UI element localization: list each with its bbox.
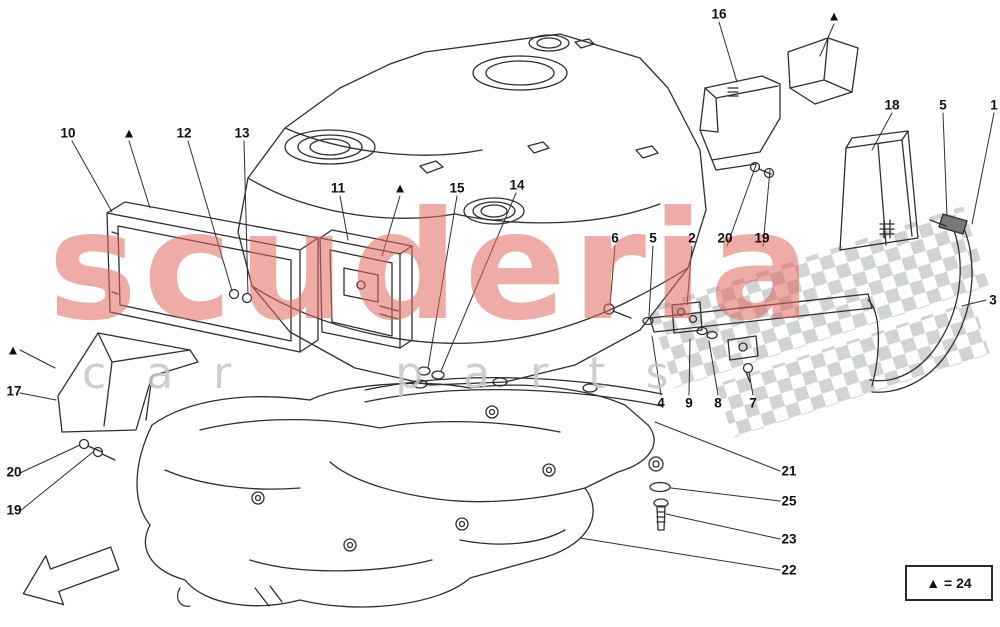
leader-lines [19,21,995,571]
callout-10: 10 [60,125,76,141]
callout-4: 4 [657,395,665,411]
duct-16 [699,75,781,171]
fuel-tank [237,33,707,386]
callout-17: 17 [6,383,22,399]
fastener-stack [648,456,671,531]
callout-23: 23 [781,531,797,547]
callout-9: 9 [685,395,693,411]
support-rod [869,213,973,393]
callout-triangle-left: ▲ [122,125,136,141]
insulation-panel-right [839,130,919,251]
callout-16: 16 [711,6,727,22]
bolt-19-20-left [78,438,116,461]
callout-8: 8 [714,395,722,411]
callout-triangle-top: ▲ [827,8,841,24]
callout-triangle-mid: ▲ [393,180,407,196]
insulation-panel-left [106,201,319,353]
checkered-flag-watermark [649,206,991,438]
direction-arrow [22,546,120,606]
callout-13: 13 [234,125,250,141]
callout-2: 2 [688,230,696,246]
callout-18: 18 [884,97,900,113]
callout-7: 7 [749,395,757,411]
callout-21: 21 [781,463,797,479]
heat-shield [136,382,655,608]
callout-1: 1 [990,97,998,113]
callout-22: 22 [781,562,797,578]
retaining-strap [603,293,880,387]
callout-triangle-bottom-left: ▲ [6,342,20,358]
insulation-panel-mid [319,229,445,380]
callout-19-top: 19 [754,230,770,246]
callout-19-left: 19 [6,502,22,518]
legend-box: ▲ = 24 [905,565,993,601]
callout-20-top: 20 [717,230,733,246]
callout-5-right: 5 [939,97,947,113]
callout-25: 25 [781,493,797,509]
callout-3: 3 [989,292,997,308]
callout-15: 15 [449,180,465,196]
callout-20-left: 20 [6,464,22,480]
callout-14: 14 [509,177,525,193]
callout-6: 6 [611,230,619,246]
callout-11: 11 [330,180,346,196]
callout-12: 12 [176,125,192,141]
deflector-panel-17 [57,332,199,433]
callout-5-mid: 5 [649,230,657,246]
